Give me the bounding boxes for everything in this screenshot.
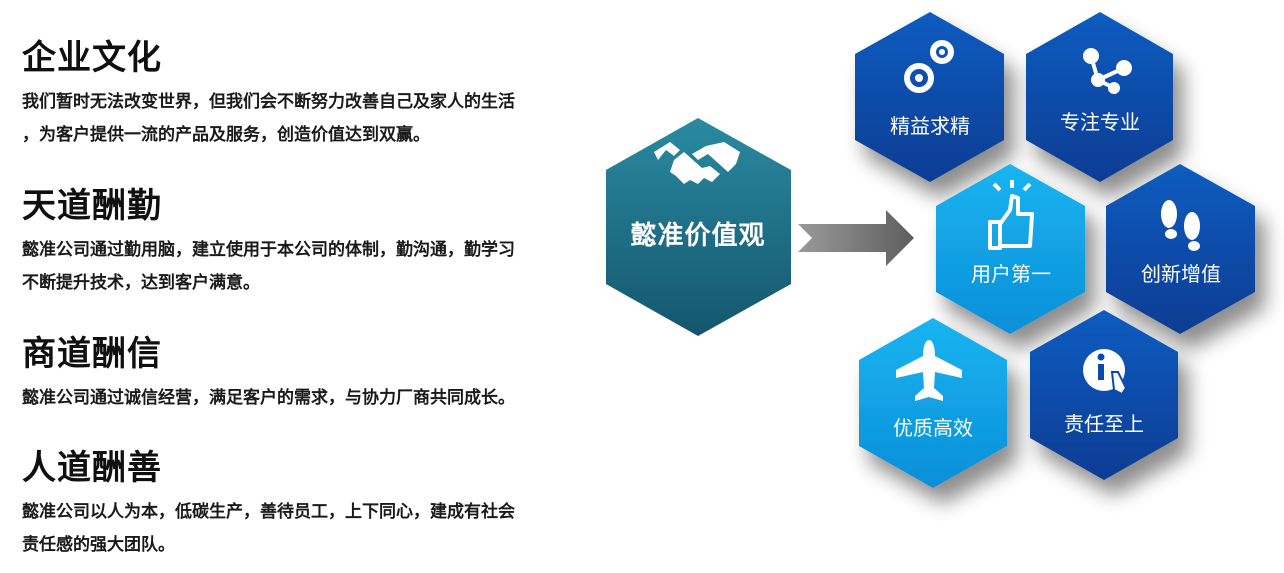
value-hexagon [855, 12, 1004, 182]
value-label: 创新增值 [1141, 262, 1221, 286]
section-body: 懿准公司以人为本，低碳生产，善待员工，上下同心，建成有社会 责任感的强大团队。 [22, 496, 582, 562]
section-title: 天道酬勤 [22, 186, 162, 226]
value-hexagon [1106, 164, 1255, 334]
thumbs-up-icon [988, 180, 1034, 250]
info-hand-icon [1083, 349, 1128, 396]
section-line: 我们暂时无法改变世界，但我们会不断努力改善自己及家人的生活 [22, 92, 515, 112]
section-line: 责任感的强大团队。 [22, 535, 175, 555]
value-hexagon [1030, 310, 1178, 480]
section-title: 商道酬信 [22, 334, 162, 374]
value-label: 责任至上 [1064, 412, 1144, 436]
section-body: 我们暂时无法改变世界，但我们会不断努力改善自己及家人的生活 ，为客户提供一流的产… [22, 86, 582, 152]
handshake-icon [654, 142, 740, 184]
section-line: ，为客户提供一流的产品及服务，创造价值达到双赢。 [22, 125, 430, 145]
value-hexagon [1026, 12, 1173, 182]
section-line: 懿准公司以人为本，低碳生产，善待员工，上下同心，建成有社会 [22, 502, 515, 522]
value-hexagon [936, 164, 1085, 334]
airplane-icon [896, 340, 962, 401]
section-title: 人道酬善 [22, 448, 162, 488]
section-title: 企业文化 [22, 38, 162, 78]
gears-icon-teeth [915, 49, 945, 82]
core-hexagon [606, 118, 791, 336]
value-label: 精益求精 [890, 114, 970, 138]
culture-section-enterprise: 企业文化 我们暂时无法改变世界，但我们会不断努力改善自己及家人的生活 ，为客户提… [22, 38, 582, 152]
value-hexagon [859, 318, 1007, 488]
footprints-icon [1161, 200, 1200, 251]
value-label: 优质高效 [893, 416, 973, 440]
section-body: 懿准公司通过勤用脑，建立使用于本公司的体制，勤沟通，勤学习 不断提升技术，达到客… [22, 234, 582, 300]
value-label: 专注专业 [1060, 110, 1140, 134]
gears-icon [904, 40, 954, 93]
arrow-shape [798, 210, 914, 266]
section-body: 懿准公司通过诚信经营，满足客户的需求，与协力厂商共同成长。 [22, 382, 582, 415]
nodes-icon [1083, 48, 1132, 94]
section-line: 懿准公司通过勤用脑，建立使用于本公司的体制，勤沟通，勤学习 [22, 240, 515, 260]
section-line: 懿准公司通过诚信经营，满足客户的需求，与协力厂商共同成长。 [22, 388, 515, 408]
culture-section-diligence: 天道酬勤 懿准公司通过勤用脑，建立使用于本公司的体制，勤沟通，勤学习 不断提升技… [22, 186, 582, 300]
culture-section-integrity: 商道酬信 懿准公司通过诚信经营，满足客户的需求，与协力厂商共同成长。 [22, 334, 582, 415]
culture-section-kindness: 人道酬善 懿准公司以人为本，低碳生产，善待员工，上下同心，建成有社会 责任感的强… [22, 448, 582, 562]
value-label: 用户第一 [971, 262, 1051, 286]
section-line: 不断提升技术，达到客户满意。 [22, 273, 260, 293]
core-value-label: 懿准价值观 [630, 221, 766, 251]
